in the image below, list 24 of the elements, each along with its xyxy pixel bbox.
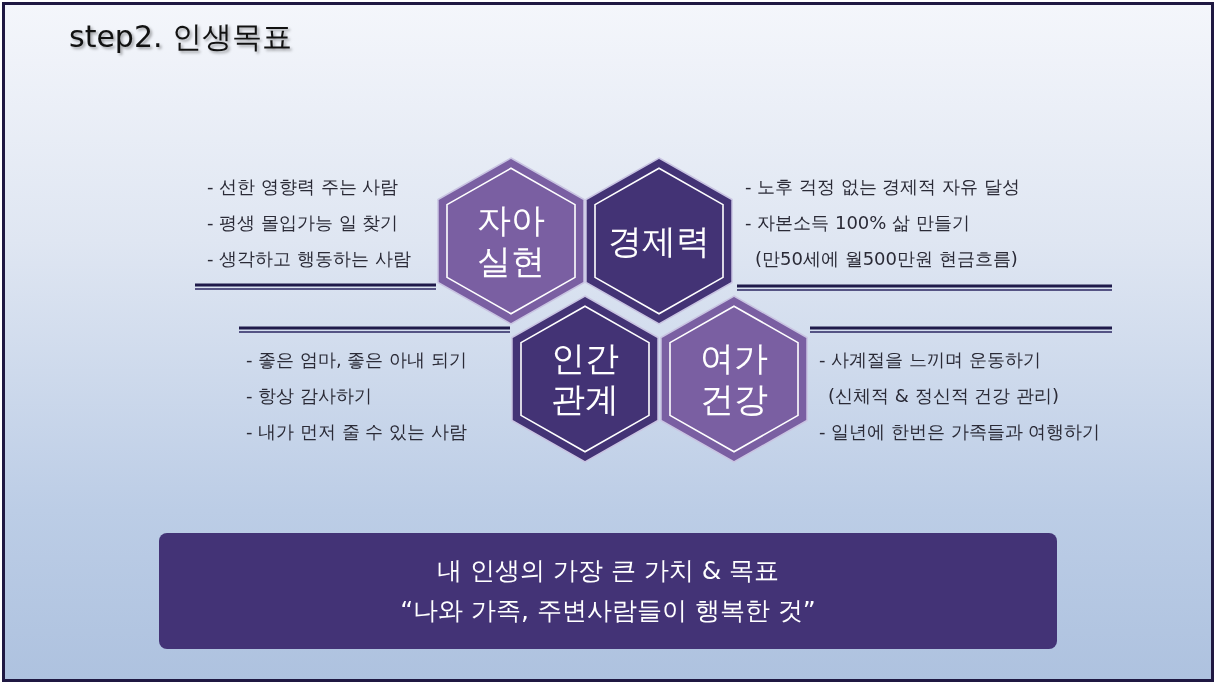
goal-text: - 내가 먼저 줄 수 있는 사람 xyxy=(246,420,467,444)
goal-text: - 생각하고 행동하는 사람 xyxy=(207,247,411,271)
hexagon-tile xyxy=(661,296,807,462)
banner-quote: “나와 가족, 주변사람들이 행복한 것” xyxy=(400,595,816,627)
goal-text: - 선한 영향력 주는 사람 xyxy=(207,175,399,199)
goal-text: - 좋은 엄마, 좋은 아내 되기 xyxy=(246,348,467,372)
hexagon-tile xyxy=(438,158,584,324)
goal-text: - 사계절을 느끼며 운동하기 xyxy=(819,348,1041,372)
goal-text: (만50세에 월500만원 현금흐름) xyxy=(755,247,1018,271)
value-banner xyxy=(159,533,1057,649)
hexagon-label: 여가 건강 xyxy=(699,338,769,420)
hexagon-label: 경제력 xyxy=(607,220,711,262)
hexagon-tile xyxy=(512,296,658,462)
hexagon-label: 인간 관계 xyxy=(550,338,620,420)
page-title: step2. 인생목표 xyxy=(69,19,293,55)
goal-text: - 일년에 한번은 가족들과 여행하기 xyxy=(819,420,1101,444)
goal-text: - 노후 걱정 없는 경제적 자유 달성 xyxy=(745,175,1020,199)
hexagon-tile xyxy=(586,158,732,324)
goal-text: - 평생 몰입가능 일 찾기 xyxy=(207,211,399,235)
goal-text: - 항상 감사하기 xyxy=(246,384,372,408)
goal-text: - 자본소득 100% 삶 만들기 xyxy=(745,211,970,235)
goal-text: (신체적 & 정신적 건강 관리) xyxy=(828,384,1059,408)
banner-heading: 내 인생의 가장 큰 가치 & 목표 xyxy=(436,554,780,587)
hexagon-label: 자아 실현 xyxy=(476,200,546,282)
